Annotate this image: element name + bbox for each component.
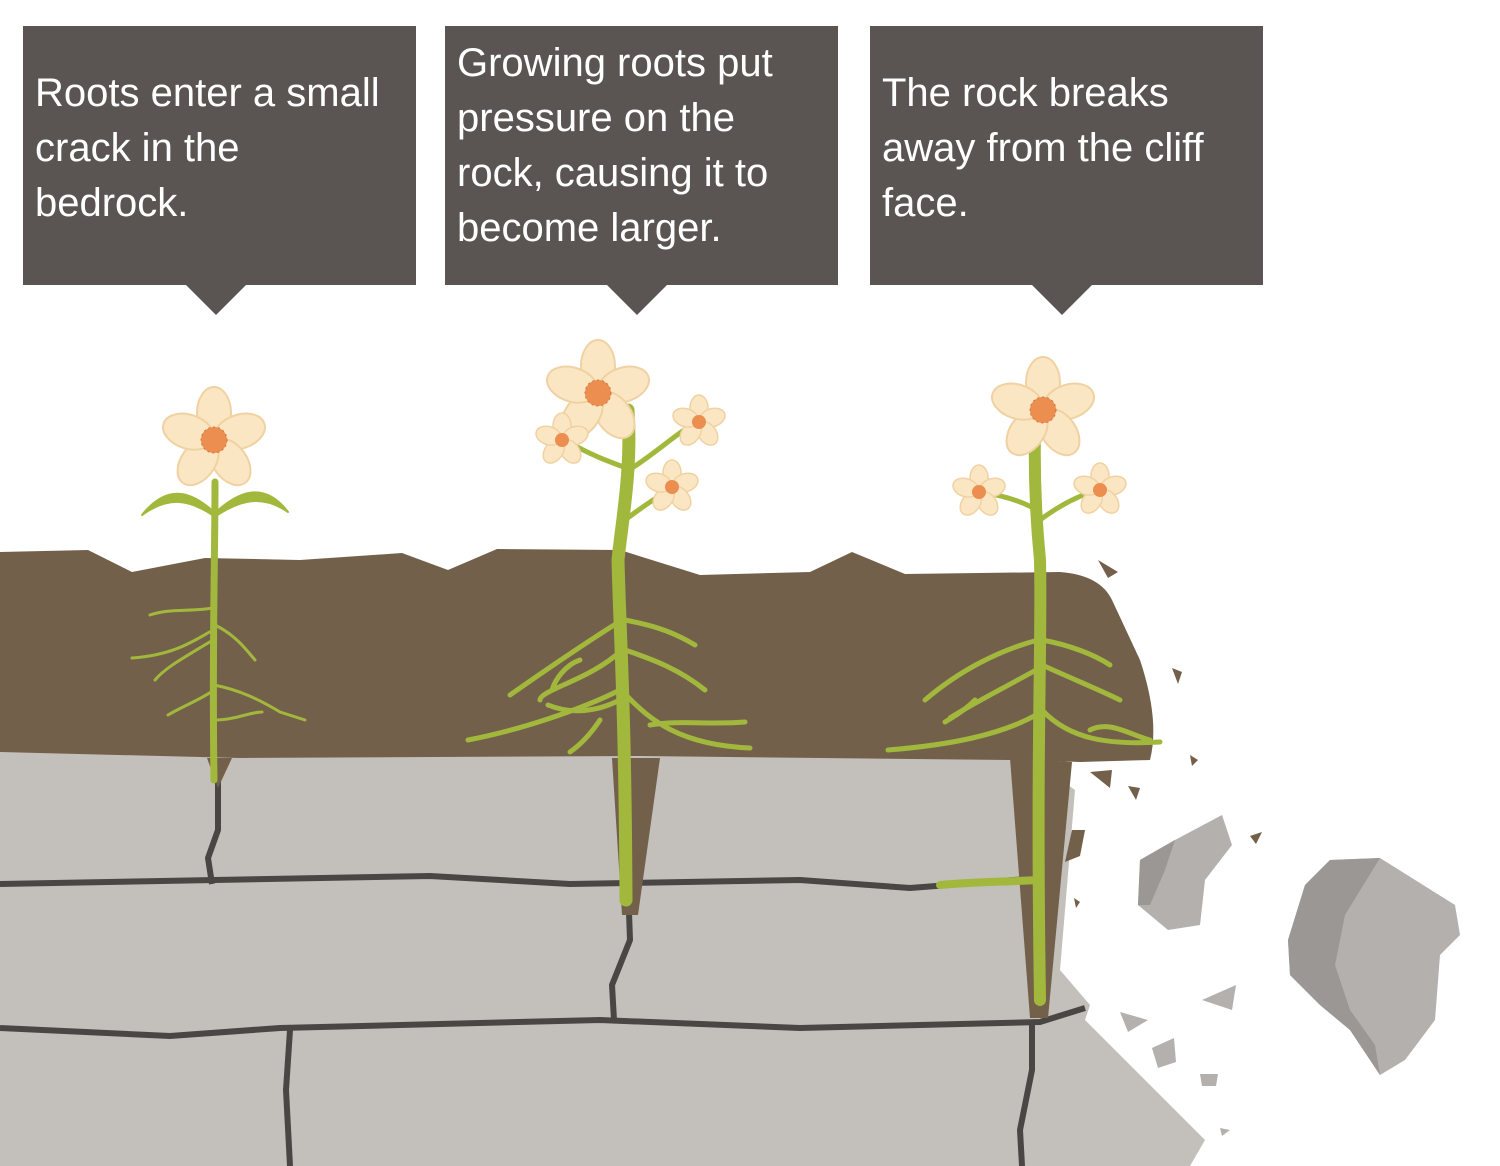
callout-step-2-text: Growing roots put pressure on the rock, …	[457, 41, 773, 250]
callout-step-1: Roots enter a small crack in the bedrock…	[23, 26, 416, 285]
callout-step-1-text: Roots enter a small crack in the bedrock…	[35, 71, 380, 225]
flower	[669, 394, 729, 450]
callout-step-1-pointer	[186, 285, 246, 315]
plant-step-3	[885, 424, 1163, 1006]
soil-layer	[0, 549, 1154, 788]
callout-step-3: The rock breaks away from the cliff face…	[870, 26, 1263, 285]
flower	[157, 386, 271, 494]
flower	[642, 459, 702, 515]
falling-debris	[1065, 560, 1460, 1136]
callout-step-3-pointer	[1032, 285, 1092, 315]
flower	[949, 464, 1009, 520]
callout-step-2: Growing roots put pressure on the rock, …	[445, 26, 838, 285]
flower	[1070, 462, 1130, 518]
callout-step-2-pointer	[607, 285, 667, 315]
flower	[986, 356, 1100, 464]
callout-step-3-text: The rock breaks away from the cliff face…	[882, 71, 1204, 225]
bedrock	[0, 752, 1205, 1166]
plant-step-1	[130, 478, 307, 784]
